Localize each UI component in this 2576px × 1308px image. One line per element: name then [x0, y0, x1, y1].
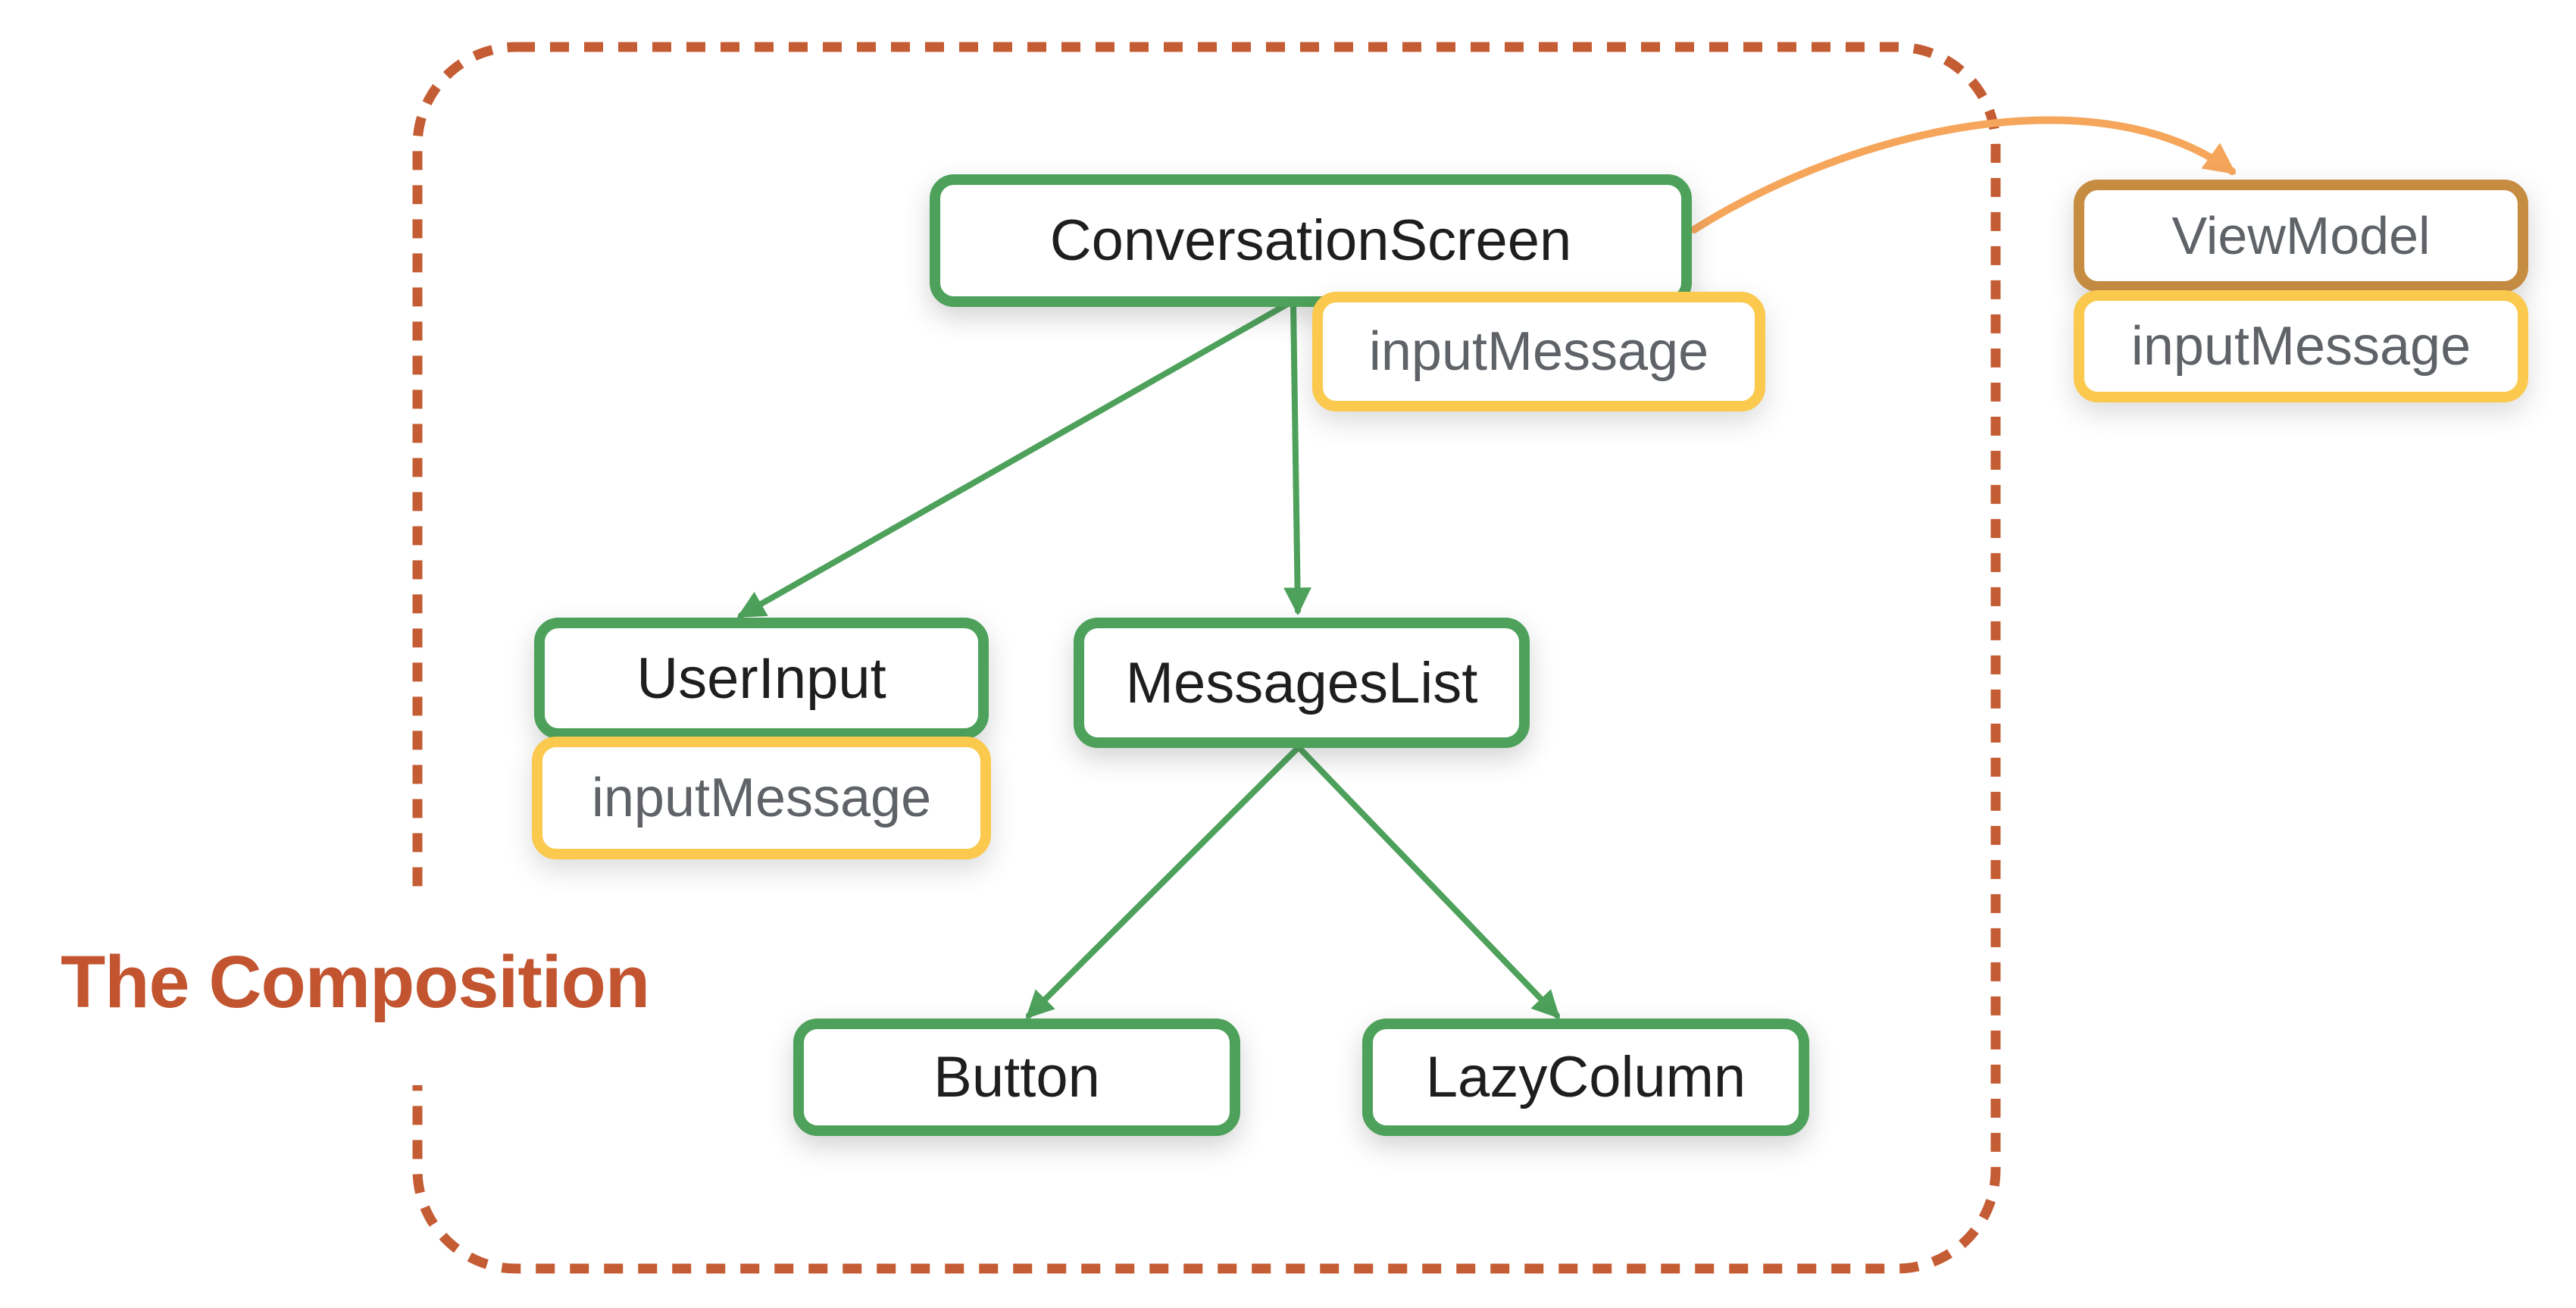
node-lazy-column: LazyColumn	[1362, 1019, 1809, 1136]
node-user-input-label: UserInput	[636, 646, 886, 711]
badge-user-input-label: inputMessage	[591, 768, 932, 828]
edge-messages-list-button	[1025, 744, 1302, 1019]
node-user-input: UserInput	[534, 618, 989, 739]
composition-boundary	[412, 42, 2001, 1274]
edge-conversation-screen-messages-list	[1283, 302, 1311, 616]
node-button-label: Button	[933, 1045, 1100, 1109]
node-conversation-screen-label: ConversationScreen	[1049, 208, 1572, 273]
node-messages-list: MessagesList	[1074, 618, 1530, 748]
node-lazy-column-label: LazyColumn	[1425, 1045, 1746, 1109]
page-title: The Composition	[61, 940, 650, 1023]
node-view-model: ViewModel	[2074, 180, 2528, 292]
badge-view-model-label: inputMessage	[2131, 316, 2471, 377]
node-messages-list-label: MessagesList	[1125, 650, 1478, 715]
node-view-model-label: ViewModel	[2171, 206, 2431, 265]
node-button: Button	[793, 1019, 1240, 1136]
badge-user-input-input-message: inputMessage	[532, 737, 991, 859]
boundary-title-gap	[379, 888, 458, 1085]
node-conversation-screen: ConversationScreen	[930, 174, 1692, 307]
badge-view-model-input-message: inputMessage	[2074, 290, 2528, 402]
edge-conversation-screen-view-model	[1690, 116, 2237, 233]
edge-conversation-screen-user-input	[736, 302, 1290, 618]
badge-conversation-screen-input-message: inputMessage	[1312, 292, 1765, 411]
edge-messages-list-lazy-column	[1296, 744, 1561, 1019]
badge-conversation-screen-label: inputMessage	[1368, 321, 1709, 382]
